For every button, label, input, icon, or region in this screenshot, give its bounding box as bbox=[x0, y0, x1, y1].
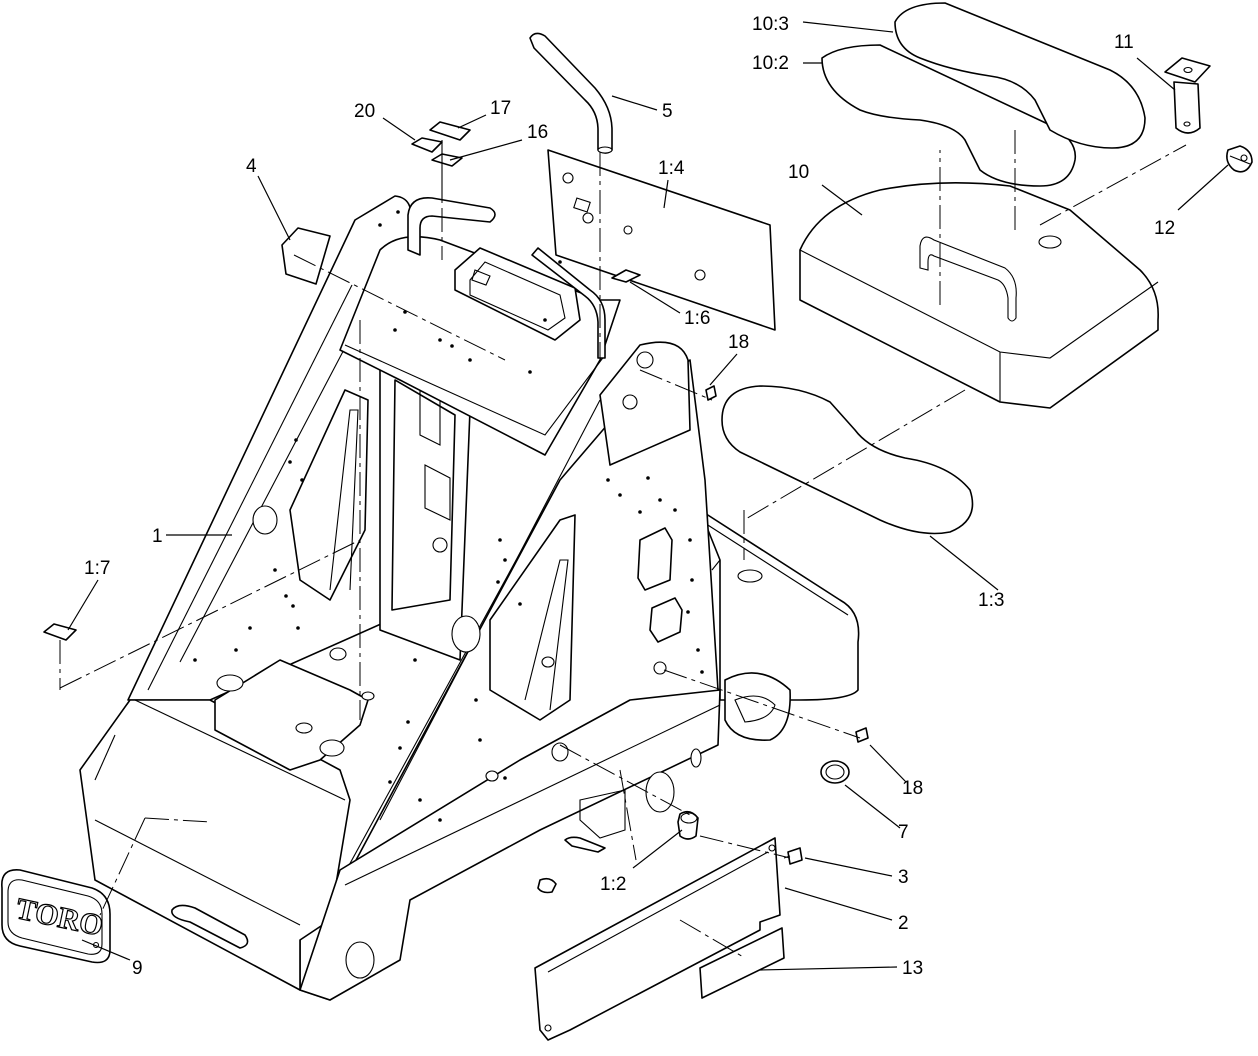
part-1-7-decal bbox=[43, 623, 77, 641]
callout-10: 10 bbox=[788, 162, 809, 183]
callout-12: 12 bbox=[1154, 218, 1175, 239]
callout-17: 17 bbox=[490, 98, 511, 119]
callout-18-top: 18 bbox=[728, 332, 749, 353]
part-18-decal-top bbox=[705, 385, 717, 401]
callout-1-6: 1:6 bbox=[684, 308, 710, 329]
part-1-6-decal bbox=[611, 269, 641, 283]
callout-4: 4 bbox=[246, 156, 257, 177]
alignment-lines bbox=[59, 130, 1187, 959]
frame-holes bbox=[193, 210, 704, 822]
callout-20: 20 bbox=[354, 101, 375, 122]
part-13-decal bbox=[699, 927, 785, 999]
callout-1-2: 1:2 bbox=[600, 874, 626, 895]
part-10-seat bbox=[799, 182, 1159, 409]
part-9-logo: TORO bbox=[1, 869, 111, 964]
part-7-plug bbox=[820, 760, 850, 784]
callout-10-3: 10:3 bbox=[752, 14, 789, 35]
callout-labels: 10:3 10:2 11 5 20 17 16 4 1:4 10 12 1:6 … bbox=[84, 14, 1175, 979]
part-10-3-pad bbox=[894, 2, 1146, 149]
part-1-4-plate bbox=[547, 149, 776, 331]
callout-9: 9 bbox=[132, 958, 143, 979]
callout-1-7: 1:7 bbox=[84, 558, 110, 579]
decals-20-17-16 bbox=[411, 121, 471, 200]
callout-18-bottom: 18 bbox=[902, 778, 923, 799]
callout-1: 1 bbox=[152, 526, 163, 547]
lower-platform bbox=[699, 509, 860, 741]
part-5-handle bbox=[529, 32, 613, 154]
callout-16: 16 bbox=[527, 122, 548, 143]
callout-3: 3 bbox=[898, 867, 909, 888]
callout-11: 11 bbox=[1114, 32, 1134, 53]
callout-1-3: 1:3 bbox=[978, 590, 1004, 611]
part-12-clip bbox=[1226, 145, 1253, 173]
callout-1-4: 1:4 bbox=[658, 158, 685, 179]
part-18-decal-bottom bbox=[855, 727, 869, 743]
callout-5: 5 bbox=[662, 101, 673, 122]
part-3-screw bbox=[783, 847, 803, 865]
part-11-pin bbox=[1164, 57, 1211, 134]
leader-lines bbox=[67, 21, 1229, 971]
callout-13: 13 bbox=[902, 958, 923, 979]
part-4-decal bbox=[281, 227, 331, 285]
callout-10-2: 10:2 bbox=[752, 53, 789, 74]
part-2-cover bbox=[534, 837, 781, 1041]
callout-7: 7 bbox=[898, 822, 909, 843]
part-1-frame bbox=[79, 195, 721, 1001]
callout-2: 2 bbox=[898, 913, 909, 934]
part-1-2-bushing bbox=[677, 810, 699, 840]
